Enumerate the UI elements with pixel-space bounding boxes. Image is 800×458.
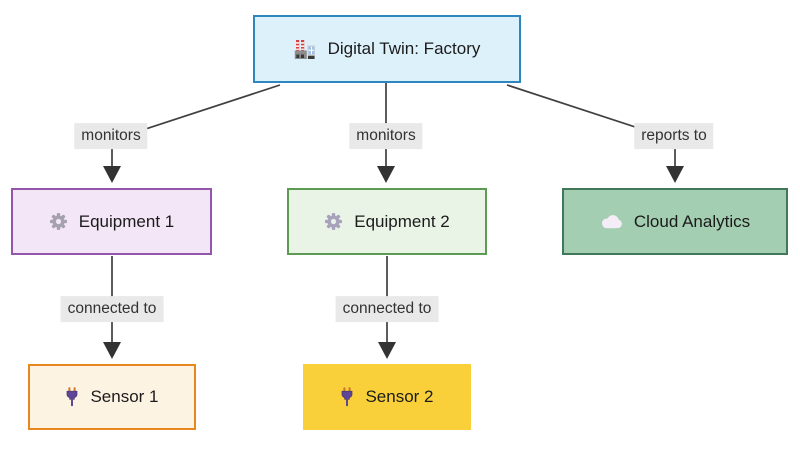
edge-label-connected-to-1: connected to (60, 296, 164, 322)
node-label: Sensor 1 (90, 387, 159, 406)
edge-label-monitors-1: monitors (74, 123, 148, 149)
node-equipment-1: Equipment 1 (11, 188, 212, 255)
edge-label-connected-to-2: connected to (335, 296, 439, 322)
arrowhead-icon (103, 342, 121, 359)
gear-icon (49, 212, 67, 231)
node-label: Cloud Analytics (633, 211, 751, 231)
arrowhead-icon (666, 166, 684, 183)
node-sensor-2: Sensor 2 (303, 364, 471, 430)
factory-icon (294, 39, 315, 59)
node-label: Equipment 1 (78, 211, 175, 231)
edge-label-monitors-2: monitors (349, 123, 423, 149)
node-equipment-2: Equipment 2 (287, 188, 487, 255)
arrowhead-icon (103, 166, 121, 183)
node-label: Digital Twin: Factory (327, 39, 481, 58)
node-cloud-analytics: Cloud Analytics (562, 188, 788, 255)
edge-label-reports-to: reports to (634, 123, 714, 149)
arrowhead-icon (377, 166, 395, 183)
cloud-icon (601, 215, 622, 229)
node-label: Sensor 2 (365, 387, 434, 406)
arrowhead-icon (378, 342, 396, 359)
plug-icon (342, 387, 353, 407)
node-label: Equipment 2 (354, 211, 450, 231)
node-sensor-1: Sensor 1 (28, 364, 196, 430)
gear-icon (325, 212, 343, 231)
plug-icon (67, 387, 78, 407)
node-digital-twin-factory: Digital Twin: Factory (253, 15, 521, 83)
